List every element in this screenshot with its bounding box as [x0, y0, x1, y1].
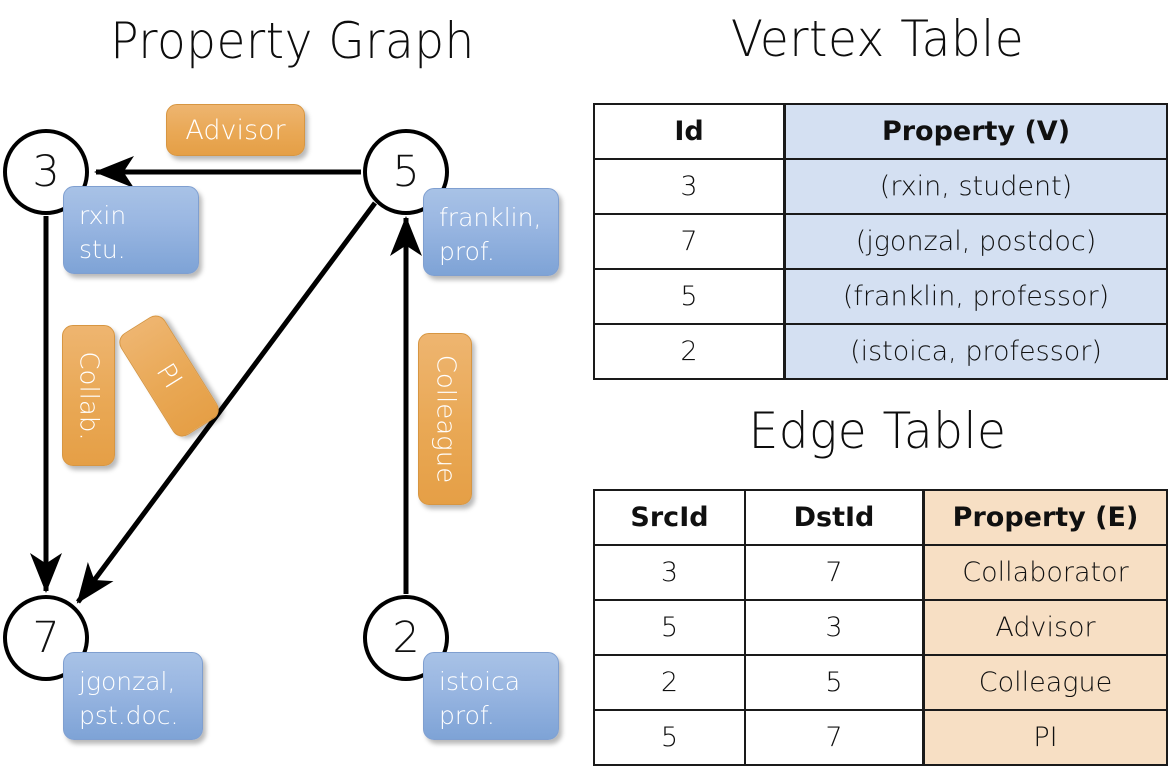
vertex-table: Id Property (V) 3 (rxin, student) 7 (jgo…	[593, 103, 1168, 380]
edge-cell-dstid: 3	[744, 599, 925, 656]
table-row: 2 5 Colleague	[593, 654, 1168, 711]
vertex-property-callout-5: franklin, prof.	[423, 188, 559, 276]
vertex-table-header-row: Id Property (V)	[593, 103, 1168, 160]
vertex-property-callout-2: istoica prof.	[423, 652, 559, 740]
vertex-property-callout-7-line1: jgonzal,	[79, 667, 176, 696]
edge-label-collab-text: Collab.	[73, 350, 104, 441]
table-row: 5 3 Advisor	[593, 599, 1168, 656]
vertex-cell-id: 2	[593, 323, 786, 380]
page-title-edge-table: Edge Table	[748, 402, 1007, 460]
table-row: 2 (istoica, professor)	[593, 323, 1168, 380]
edge-cell-dstid: 7	[744, 544, 925, 601]
edge-label-colleague: Colleague	[418, 333, 472, 505]
vertex-cell-id: 3	[593, 158, 786, 215]
edge-table: SrcId DstId Property (E) 3 7 Collaborato…	[593, 489, 1168, 766]
vertex-property-callout-3-line1: rxin	[79, 201, 127, 230]
vertex-cell-property: (rxin, student)	[783, 158, 1168, 215]
graph-node-2[interactable]: 2	[363, 595, 449, 681]
edge-5-to-7	[75, 201, 378, 604]
edge-cell-dstid: 7	[744, 709, 925, 766]
edge-label-advisor: Advisor	[166, 104, 305, 156]
edge-label-collab: Collab.	[62, 325, 115, 466]
edge-table-header-property: Property (E)	[922, 489, 1168, 546]
table-row: 5 7 PI	[593, 709, 1168, 766]
vertex-property-callout-5-line1: franklin,	[439, 203, 542, 232]
vertex-property-callout-2-line1: istoica	[439, 667, 521, 696]
edge-cell-property: Advisor	[922, 599, 1168, 656]
page-title-vertex-table: Vertex Table	[730, 10, 1025, 68]
graph-node-5-label: 5	[392, 146, 420, 197]
edge-cell-srcid: 5	[593, 709, 746, 766]
vertex-cell-id: 7	[593, 213, 786, 270]
edge-label-advisor-text: Advisor	[185, 114, 286, 146]
vertex-property-callout-7-line2: pst.doc.	[79, 700, 179, 730]
vertex-cell-property: (jgonzal, postdoc)	[783, 213, 1168, 270]
vertex-table-header-property: Property (V)	[783, 103, 1168, 160]
vertex-cell-property: (istoica, professor)	[783, 323, 1168, 380]
edge-label-pi-text: PI	[150, 358, 188, 394]
graph-node-5[interactable]: 5	[363, 129, 449, 215]
vertex-property-callout-7: jgonzal, pst.doc.	[63, 652, 203, 740]
graph-node-3-label: 3	[32, 146, 60, 197]
graph-edges-layer	[30, 156, 422, 604]
edge-cell-property: PI	[922, 709, 1168, 766]
edge-cell-srcid: 2	[593, 654, 746, 711]
graph-node-2-label: 2	[392, 612, 420, 663]
vertex-property-callout-2-line2: prof.	[439, 700, 495, 730]
vertex-property-callout-3: rxin stu.	[63, 186, 199, 274]
page-title-property-graph: Property Graph	[110, 12, 475, 70]
edge-table-header-srcid: SrcId	[593, 489, 746, 546]
table-row: 7 (jgonzal, postdoc)	[593, 213, 1168, 270]
vertex-property-callout-5-line2: prof.	[439, 236, 495, 266]
table-row: 5 (franklin, professor)	[593, 268, 1168, 325]
table-row: 3 7 Collaborator	[593, 544, 1168, 601]
edge-table-header-row: SrcId DstId Property (E)	[593, 489, 1168, 546]
vertex-table-header-id: Id	[593, 103, 786, 160]
edge-cell-property: Collaborator	[922, 544, 1168, 601]
edge-cell-property: Colleague	[922, 654, 1168, 711]
vertex-cell-id: 5	[593, 268, 786, 325]
edge-cell-srcid: 3	[593, 544, 746, 601]
edge-cell-srcid: 5	[593, 599, 746, 656]
edge-cell-dstid: 5	[744, 654, 925, 711]
vertex-cell-property: (franklin, professor)	[783, 268, 1168, 325]
edge-table-header-dstid: DstId	[744, 489, 925, 546]
edge-label-colleague-text: Colleague	[430, 354, 461, 484]
property-graph-diagram: 3 5 7 2 rxin stu. franklin, prof. jgonza…	[0, 0, 585, 760]
vertex-property-callout-3-line2: stu.	[79, 234, 126, 264]
graph-node-7-label: 7	[32, 612, 60, 663]
table-row: 3 (rxin, student)	[593, 158, 1168, 215]
